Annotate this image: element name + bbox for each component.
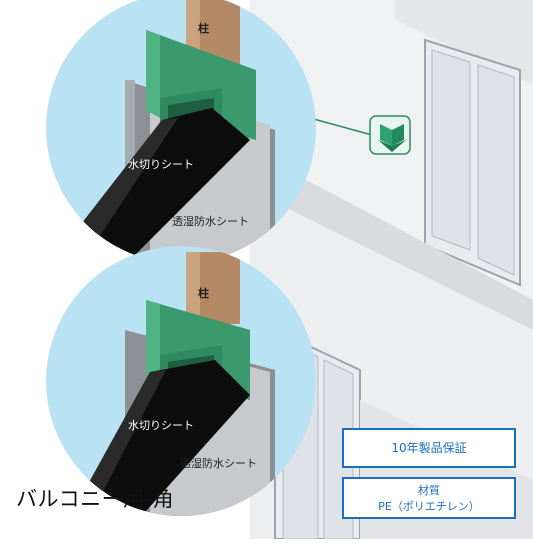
material-heading: 材質 <box>418 484 440 497</box>
breathable-sheet-label-upper: 透湿防水シート <box>172 215 249 228</box>
flashing-sheet-label-lower: 水切りシート <box>128 419 194 432</box>
product-title: バルコニー用-角 <box>16 487 175 511</box>
breathable-sheet-label-lower: 透湿防水シート <box>180 457 257 470</box>
lower-detail-circle <box>46 246 316 516</box>
corner-part-icon <box>369 115 411 155</box>
warranty-badge: 10年製品保証 <box>342 428 516 468</box>
upper-window <box>424 38 521 287</box>
material-value: PE（ポリエチレン） <box>378 500 480 513</box>
material-badge: 材質 PE（ポリエチレン） <box>342 477 516 519</box>
pillar-label-upper: 柱 <box>198 22 209 35</box>
pillar-label-lower: 柱 <box>198 287 209 300</box>
warranty-text: 10年製品保証 <box>391 441 467 455</box>
flashing-sheet-label-upper: 水切りシート <box>128 158 194 171</box>
